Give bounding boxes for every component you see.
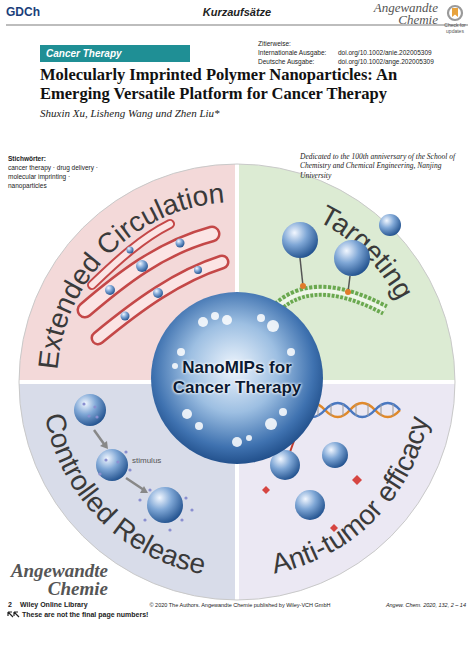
decor-circle	[19, 164, 455, 600]
center-sphere: NanoMIPs for Cancer Therapy	[151, 292, 323, 464]
imprint-molecule	[182, 409, 192, 419]
doi-link: doi.org/10.1002/anie.202005309	[338, 49, 432, 57]
publisher-logo: GDCh	[6, 5, 40, 19]
article-title: Molecularly Imprinted Polymer Nanopartic…	[40, 66, 465, 104]
imprint-molecule	[232, 437, 242, 447]
journal-logo: Angewandte Chemie	[362, 2, 438, 27]
decor-path	[14, 612, 19, 617]
imprint-molecule	[172, 363, 178, 369]
copyright: © 2020 The Authors. Angewandte Chemie pu…	[140, 602, 340, 609]
footer-note: These are not the final page numbers!	[22, 611, 148, 619]
author-list: Shuxin Xu, Lisheng Wang und Zhen Liu*	[40, 107, 220, 120]
decor-circle	[448, 6, 462, 20]
imprint-molecule	[177, 348, 185, 356]
section-header: Kurzaufsätze	[180, 6, 294, 19]
citation-label: Deutsche Ausgabe:	[258, 58, 314, 66]
imprint-molecule	[195, 422, 203, 430]
sphere-text-box: NanoMIPs for Cancer Therapy	[151, 292, 323, 464]
footer-text: Wiley Online Library	[20, 601, 88, 609]
imprint-molecule	[267, 320, 279, 332]
quadrant-title-path: Targeting	[315, 199, 420, 304]
imprint-molecule	[246, 435, 252, 441]
dedication: Dedicated to the 100th anniversary of th…	[300, 152, 468, 180]
update-badge: Check for updates	[437, 23, 473, 34]
section-tag: Cancer Therapy	[40, 45, 190, 62]
keywords: cancer therapy · drug delivery · molecul…	[8, 164, 108, 190]
page-number: 2	[8, 601, 12, 609]
imprint-molecule	[222, 315, 232, 325]
doi-link: doi.org/10.1002/ange.202005309	[338, 58, 434, 66]
journal-logo: Angewandte Chemie	[8, 562, 108, 598]
imprint-molecule	[211, 312, 219, 320]
sphere-body	[151, 292, 323, 464]
center-title: NanoMIPs for Cancer Therapy	[169, 358, 305, 398]
citation-heading: Zitierweise:	[258, 40, 291, 48]
journal-citation: Angew. Chem. 2020, 132, 2 – 14	[346, 602, 466, 609]
decor-g	[8, 612, 19, 617]
imprint-molecule	[265, 418, 277, 430]
keywords-heading: Stichwörter:	[8, 155, 46, 163]
stimulus-label: stimulus	[132, 456, 161, 466]
decor-path	[8, 612, 13, 617]
imprint-molecule	[257, 314, 265, 322]
citation-label: Internationale Ausgabe:	[258, 49, 326, 57]
decor-path	[452, 8, 458, 17]
imprint-molecule	[287, 348, 295, 356]
tag-text: Cancer Therapy	[46, 47, 184, 60]
quadrant-title: Targeting	[315, 199, 420, 304]
imprint-molecule	[279, 408, 287, 416]
imprint-molecule	[198, 317, 208, 327]
